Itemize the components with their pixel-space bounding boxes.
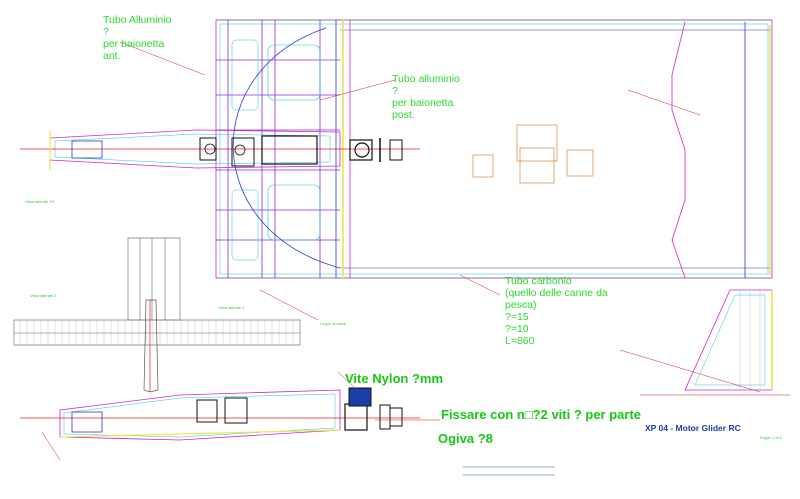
label-vista-laterale: Vista laterale TH bbox=[25, 199, 55, 204]
label-fissare: Fissare con n□?2 viti ? per parte bbox=[441, 407, 642, 422]
label-tubo-carbonio: Tubo carbonio (quello delle canne da pes… bbox=[505, 275, 608, 348]
tail-fin bbox=[640, 289, 790, 396]
label-legno: Legno di balsa bbox=[320, 321, 347, 326]
parts bbox=[472, 124, 594, 184]
label-vite-nylon: Vite Nylon ?mm bbox=[345, 371, 444, 386]
title-block bbox=[463, 466, 555, 476]
leader-lines bbox=[41, 41, 761, 461]
label-vista-laterale-3: Vista laterale 2 bbox=[218, 305, 245, 310]
label-ogiva: Ogiva ?8 bbox=[438, 431, 493, 446]
wing-ribs bbox=[19, 320, 294, 345]
fuselage-top bbox=[20, 129, 420, 170]
sheet-number: Foglio 1 di 2 bbox=[760, 435, 782, 440]
plane-plan-view bbox=[13, 237, 301, 393]
label-tubo-posteriore: Tubo alluminio ? per baionetta post. bbox=[392, 73, 460, 122]
label-tubo-anteriore: Tubo Alluminio ? per baionetta ant. bbox=[103, 14, 172, 63]
label-vista-laterale-2: Vista laterale 2 bbox=[30, 293, 57, 298]
fuselage-side bbox=[20, 387, 420, 441]
drawing-title: XP 04 - Motor Glider RC bbox=[645, 423, 741, 433]
